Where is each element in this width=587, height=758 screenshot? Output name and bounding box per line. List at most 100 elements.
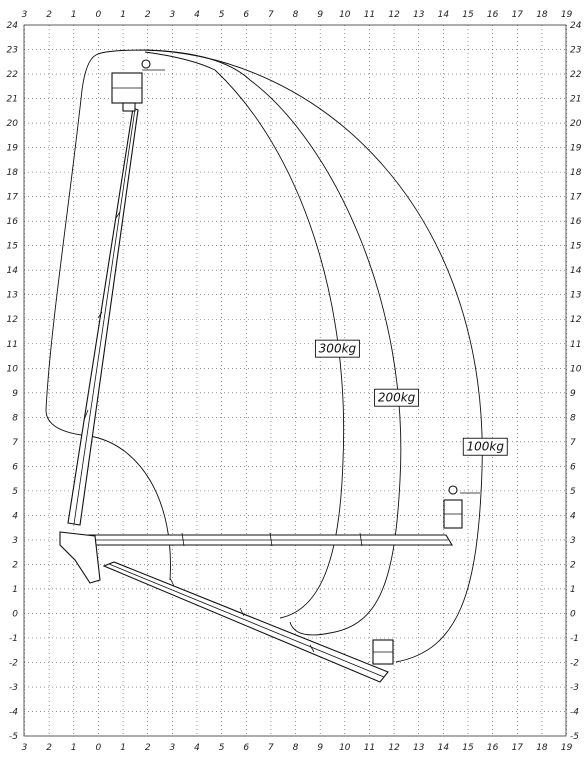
load-label: 100kg: [462, 437, 508, 456]
y-tick-label: 14: [7, 266, 19, 276]
load-label-text: 100kg: [467, 440, 505, 454]
y-tick-label: 12: [570, 315, 582, 325]
y-tick-label: 20: [570, 119, 582, 129]
grid: [24, 24, 567, 737]
y-tick-label: 21: [7, 95, 18, 105]
y-tick-label: 15: [7, 242, 19, 252]
envelope-300kg: [214, 69, 345, 619]
load-label: 300kg: [314, 339, 360, 358]
load-label-box: [314, 339, 360, 358]
y-tick-label: 23: [7, 46, 19, 56]
load-label-box: [374, 388, 420, 407]
x-tick-label: 8: [293, 10, 299, 20]
y-tick-label: 2: [12, 560, 18, 570]
boom-vertical: [67, 59, 165, 526]
x-tick-label: 16: [487, 743, 499, 753]
x-tick-label: 2: [46, 743, 52, 753]
x-tick-label: 1: [120, 10, 126, 20]
y-tick-label: 20: [7, 119, 19, 129]
x-tick-label: 0: [96, 10, 102, 20]
y-axis-ticks-right: 2423222120191817161514131211109876543210…: [570, 21, 582, 742]
x-tick-label: 7: [268, 10, 274, 20]
y-tick-label: 1: [570, 585, 576, 595]
y-tick-label: -2: [570, 659, 579, 669]
x-tick-label: 12: [388, 10, 400, 20]
x-tick-label: 1: [120, 743, 126, 753]
y-tick-label: 11: [7, 340, 18, 350]
x-tick-label: 13: [413, 743, 425, 753]
y-tick-label: 4: [570, 511, 576, 521]
envelope-inner-arc: [144, 49, 251, 81]
y-tick-label: 16: [7, 217, 19, 227]
y-tick-label: -3: [9, 683, 18, 693]
x-tick-label: 5: [219, 743, 225, 753]
plot-frame: [23, 24, 567, 737]
x-tick-label: 1: [71, 10, 77, 20]
x-tick-label: 3: [22, 743, 28, 753]
y-tick-label: 17: [570, 193, 582, 203]
y-tick-label: 19: [7, 144, 19, 154]
x-tick-label: 3: [169, 743, 175, 753]
y-tick-label: 5: [570, 487, 576, 497]
y-tick-label: 17: [7, 193, 19, 203]
x-tick-label: 2: [46, 10, 52, 20]
x-tick-label: 9: [317, 10, 323, 20]
y-tick-label: -5: [570, 732, 579, 742]
y-tick-label: 18: [7, 168, 19, 178]
x-tick-label: 19: [561, 743, 573, 753]
x-tick-label: 4: [194, 10, 200, 20]
y-tick-label: 4: [12, 511, 18, 521]
x-tick-label: 5: [219, 10, 225, 20]
y-tick-label: 24: [7, 21, 19, 31]
y-tick-label: 1: [12, 585, 18, 595]
load-label-box: [462, 437, 508, 456]
y-tick-label: 22: [7, 70, 19, 80]
x-tick-label: 11: [364, 743, 375, 753]
boom-horizontal: [59, 485, 480, 584]
y-tick-label: 24: [570, 21, 582, 31]
y-tick-label: 19: [570, 144, 582, 154]
y-tick-label: 9: [12, 389, 18, 399]
x-tick-label: 18: [536, 10, 548, 20]
y-tick-label: 8: [12, 413, 18, 423]
y-tick-label: 9: [570, 389, 576, 399]
envelope-100kg: [95, 49, 483, 663]
x-tick-label: 7: [268, 743, 274, 753]
x-tick-label: 2: [145, 10, 151, 20]
x-tick-label: 2: [145, 743, 151, 753]
y-tick-label: -4: [9, 708, 18, 718]
y-tick-label: 3: [12, 536, 18, 546]
y-tick-label: 11: [570, 340, 581, 350]
x-tick-label: 14: [438, 743, 450, 753]
y-tick-label: -5: [9, 732, 18, 742]
y-tick-label: 0: [570, 609, 576, 619]
y-tick-label: 21: [570, 95, 581, 105]
x-tick-label: 15: [462, 10, 474, 20]
y-tick-label: 3: [570, 536, 576, 546]
load-label-text: 300kg: [319, 342, 357, 356]
y-tick-label: 5: [12, 487, 18, 497]
x-tick-label: 16: [487, 10, 499, 20]
x-tick-label: 18: [536, 743, 548, 753]
load-zone-labels: 300kg 200kg 100kg: [314, 339, 508, 456]
y-tick-label: 7: [570, 438, 576, 448]
x-tick-label: 8: [293, 743, 299, 753]
y-tick-label: 13: [570, 291, 582, 301]
x-tick-label: 3: [22, 10, 28, 20]
x-tick-label: 11: [364, 10, 375, 20]
y-tick-label: 10: [570, 364, 582, 374]
x-tick-label: 3: [169, 10, 175, 20]
x-tick-label: 17: [512, 10, 524, 20]
y-tick-label: 2: [570, 560, 576, 570]
x-tick-label: 10: [339, 10, 351, 20]
x-tick-label: 17: [512, 743, 524, 753]
x-tick-label: 13: [413, 10, 425, 20]
load-label: 200kg: [374, 388, 420, 407]
x-tick-label: 14: [438, 10, 450, 20]
y-tick-label: 0: [12, 609, 18, 619]
y-tick-label: 14: [570, 266, 582, 276]
x-tick-label: 9: [317, 743, 323, 753]
envelope-inner: [45, 54, 171, 581]
